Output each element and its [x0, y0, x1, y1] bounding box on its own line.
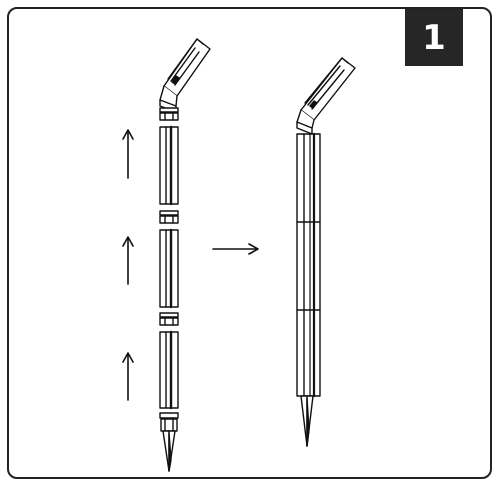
- step-number: 1: [422, 17, 446, 58]
- push-up-arrows: [122, 129, 134, 401]
- instruction-panel: [7, 7, 492, 479]
- right-arrow-icon: [212, 243, 259, 255]
- left-connector-3: [159, 312, 179, 326]
- disassembled-lamp: [159, 38, 211, 472]
- left-pole-segment-1: [159, 125, 179, 206]
- assembled-pole: [296, 132, 321, 398]
- left-connector-2: [159, 210, 179, 224]
- right-ground-spike: [300, 395, 314, 447]
- left-pole-segment-2: [159, 228, 179, 309]
- right-lamp-head: [296, 57, 356, 135]
- up-arrow-icon: [122, 236, 134, 285]
- assembled-lamp: [296, 57, 356, 447]
- left-lamp-head: [159, 38, 211, 113]
- step-number-badge: 1: [405, 9, 463, 66]
- left-pole-segment-3: [159, 330, 179, 410]
- up-arrow-icon: [122, 352, 134, 401]
- left-ground-spike: [159, 412, 179, 472]
- left-connector-1: [159, 107, 179, 121]
- up-arrow-icon: [122, 129, 134, 179]
